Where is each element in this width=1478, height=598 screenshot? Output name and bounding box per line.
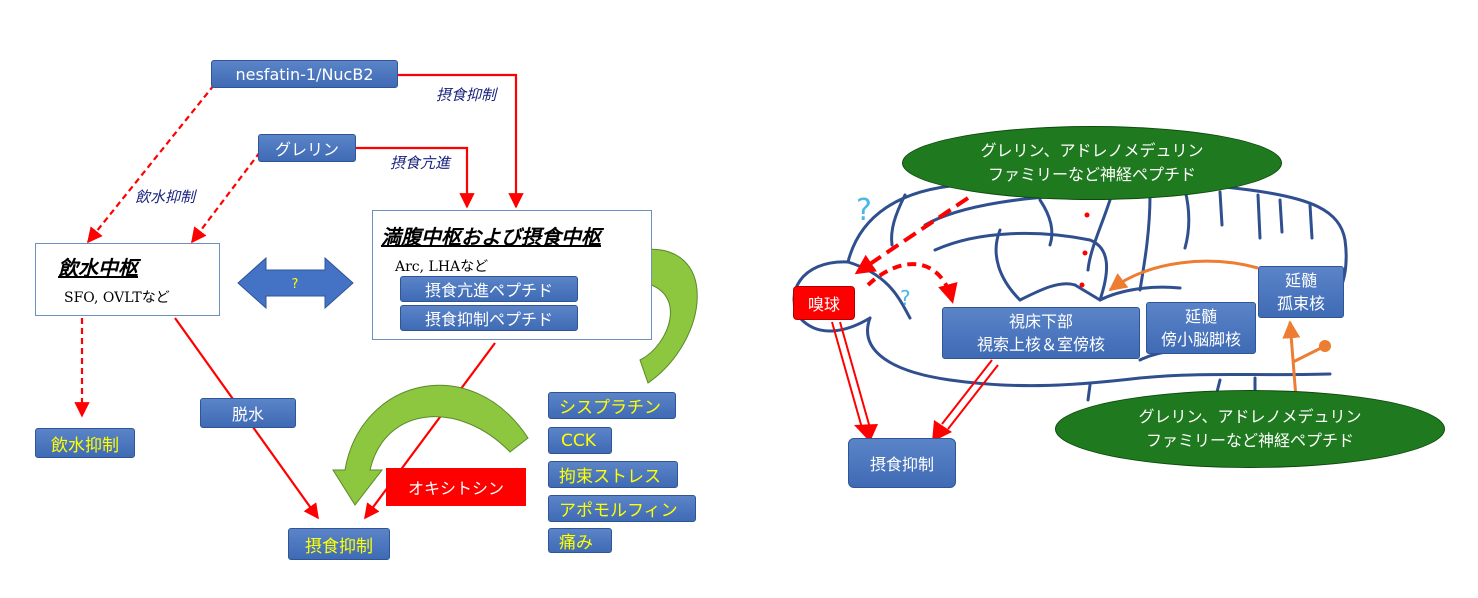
- medulla-nts-line2: 孤束核: [1276, 294, 1325, 313]
- peptide-promote-box: 摂食亢進ペプチド: [400, 276, 578, 302]
- drink-inhibit-box: 飲水抑制: [35, 428, 135, 458]
- orange-dot: [1319, 340, 1331, 352]
- hypothalamus-line2: 視索上核＆室傍核: [976, 335, 1105, 354]
- ellipse-bottom-line1: グレリン、アドレノメデュリン: [1138, 407, 1362, 426]
- red-dot: [1082, 250, 1088, 256]
- satiety-center-title: 満腹中枢および摂食中枢: [381, 225, 601, 249]
- stimulus-box: CCK: [548, 427, 612, 454]
- peptide-inhibit-box: 摂食抑制ペプチド: [400, 305, 578, 331]
- nesfatin-box: nesfatin-1/NucB2: [211, 60, 398, 88]
- arrow-ellipse-to-olfactory: [854, 196, 970, 275]
- medulla-pb-line1: 延髄: [1184, 307, 1217, 326]
- dehydration-box: 脱水: [200, 398, 296, 428]
- bidirectional-question: ?: [291, 276, 299, 292]
- stimulus-box: アポモルフィン: [548, 495, 696, 522]
- stimulus-box: シスプラチン: [548, 392, 676, 419]
- drink-center-sub: SFO, OVLTなど: [64, 290, 170, 306]
- arrow-ghrelin-to-satiety: [356, 146, 475, 209]
- double-arrow-hypothalamus-to-feed: [932, 359, 999, 442]
- arrow-ghrelin-to-drink: [191, 151, 261, 244]
- arrow-nesfatin-to-drink: [87, 84, 215, 244]
- medulla-pb-box: 延髄 傍小脳脚核: [1146, 302, 1256, 354]
- ghrelin-box: グレリン: [258, 134, 356, 162]
- stimulus-box: 拘束ストレス: [548, 461, 678, 488]
- question-mark-mid: ?: [900, 286, 911, 310]
- hypothalamus-box: 視床下部 視索上核＆室傍核: [942, 307, 1140, 359]
- medulla-nts-line1: 延髄: [1284, 271, 1317, 290]
- label-feed-promote: 摂食亢進: [390, 154, 451, 172]
- red-dot: [1079, 282, 1085, 288]
- medulla-nts-box: 延髄 孤束核: [1258, 266, 1344, 318]
- satiety-center-sub: Arc, LHAなど: [395, 259, 489, 275]
- double-arrow-olfactory-to-feed: [831, 321, 878, 442]
- olfactory-bulb-box: 嗅球: [793, 286, 855, 320]
- arrow-olfactory-to-hypothalamus: [866, 262, 958, 304]
- neuropeptide-ellipse-top: グレリン、アドレノメデュリン ファミリーなど神経ペプチド: [902, 126, 1282, 200]
- orange-arrow-nts-to-brain: [1108, 259, 1259, 292]
- question-mark-top: ?: [856, 193, 872, 228]
- double-arrow-bidirectional: [237, 256, 354, 310]
- ellipse-top-line1: グレリン、アドレノメデュリン: [980, 141, 1204, 160]
- label-drink-inhibit: 飲水抑制: [135, 188, 196, 206]
- red-dot: [1084, 212, 1090, 218]
- medulla-pb-line2: 傍小脳脚核: [1160, 330, 1241, 349]
- stimulus-box: 痛み: [548, 528, 612, 553]
- ellipse-top-line2: ファミリーなど神経ペプチド: [987, 165, 1196, 184]
- feed-inhibit-box-left: 摂食抑制: [288, 528, 390, 560]
- arrow-nesfatin-to-satiety: [398, 73, 524, 209]
- hypothalamus-line1: 視床下部: [1008, 312, 1073, 331]
- drink-center-title: 飲水中枢: [58, 256, 138, 280]
- feed-inhibit-box-right: 摂食抑制: [848, 438, 956, 488]
- green-curve-arrow-to-feed-inhibit: [332, 384, 529, 506]
- neuropeptide-ellipse-bottom: グレリン、アドレノメデュリン ファミリーなど神経ペプチド: [1055, 390, 1445, 468]
- drink-center-frame: 飲水中枢 SFO, OVLTなど: [35, 243, 220, 316]
- ellipse-bottom-line2: ファミリーなど神経ペプチド: [1145, 431, 1354, 450]
- oxytocin-box: オキシトシン: [386, 468, 526, 506]
- orange-arrow-bottom-to-nts: [1282, 320, 1301, 399]
- label-feed-inhibit: 摂食抑制: [436, 86, 497, 104]
